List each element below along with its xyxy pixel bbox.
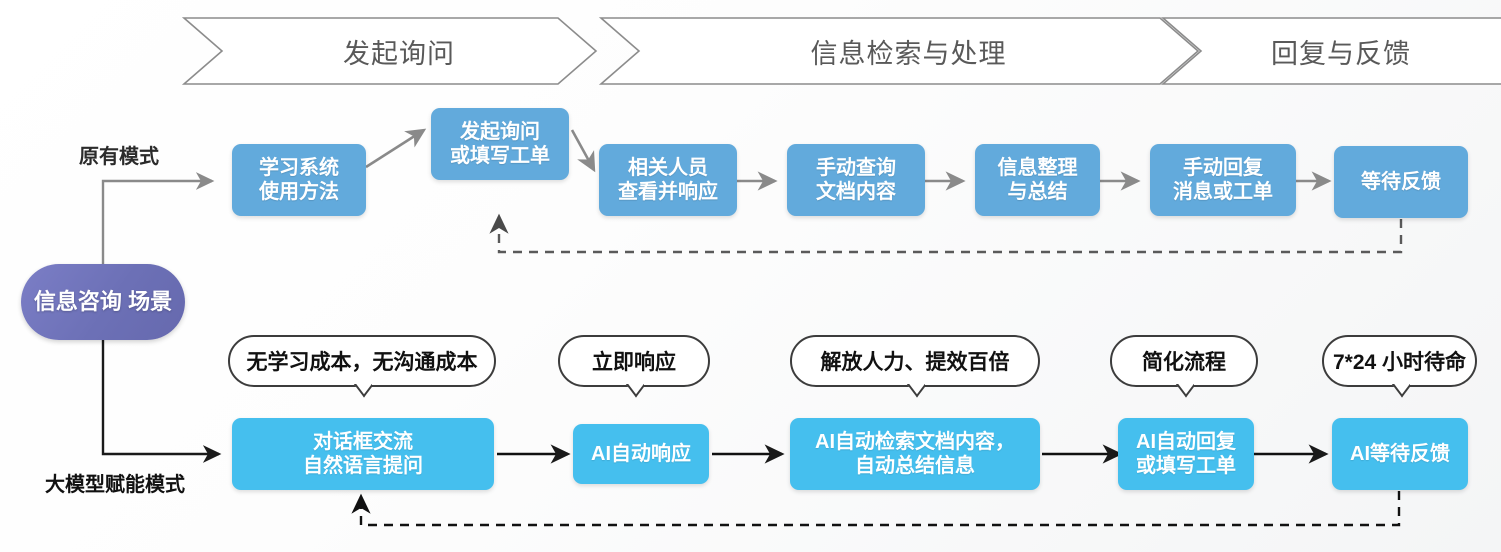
callout-tail-icon: [1174, 384, 1194, 398]
scenario-line-1: 信息咨询: [33, 289, 122, 315]
wire-ai-feedback-loop: [351, 491, 1401, 527]
ai-callout-4[interactable]: 简化流程: [1110, 335, 1258, 387]
callout-tail-icon: [624, 384, 644, 398]
ai-step-2[interactable]: AI自动响应: [573, 424, 709, 484]
ai-callout-1-label: 无学习成本，无沟通成本: [246, 351, 478, 374]
legacy-step-5-line1: 信息整理: [997, 156, 1078, 179]
legacy-step-1-line1: 学习系统: [259, 156, 339, 179]
ai-callout-2[interactable]: 立即响应: [558, 335, 710, 387]
legacy-step-4[interactable]: 手动查询 文档内容: [787, 144, 925, 216]
scenario-line-2: 场景: [128, 289, 173, 315]
ai-step-3-line2: 自动总结信息: [855, 455, 975, 477]
legacy-step-5[interactable]: 信息整理 与总结: [975, 144, 1100, 216]
legacy-step-5-line2: 与总结: [1007, 181, 1068, 203]
ai-callout-4-label: 简化流程: [1142, 351, 1226, 374]
legacy-step-6-line1: 手动回复: [1183, 156, 1263, 179]
callout-tail-icon: [905, 384, 925, 398]
legacy-step-2[interactable]: 发起询问 或填写工单: [431, 108, 569, 180]
ai-callout-5-label: 7*24 小时待命: [1332, 351, 1467, 374]
legacy-step-6[interactable]: 手动回复 消息或工单: [1150, 144, 1296, 216]
ai-step-4-line2: 或填写工单: [1136, 455, 1236, 477]
ai-callout-5[interactable]: 7*24 小时待命: [1322, 335, 1477, 387]
legacy-step-6-line2: 消息或工单: [1173, 181, 1273, 203]
ai-step-3-line1: AI自动检索文档内容，: [815, 430, 1015, 453]
ai-callout-3-label: 解放人力、提效百倍: [820, 351, 1010, 374]
ai-step-5[interactable]: AI等待反馈: [1332, 418, 1468, 490]
wire-legacy-feedback-loop: [489, 213, 1403, 254]
legacy-step-7[interactable]: 等待反馈: [1334, 146, 1468, 218]
wire-legacy-chain: [365, 128, 1332, 191]
legacy-step-4-line2: 文档内容: [816, 181, 896, 203]
wire-scenario-to-ai: [101, 337, 222, 463]
legacy-step-3[interactable]: 相关人员 查看并响应: [599, 144, 737, 216]
ai-step-1-line2: 自然语言提问: [303, 455, 423, 477]
ai-step-3[interactable]: AI自动检索文档内容， 自动总结信息: [790, 418, 1040, 490]
legacy-step-2-line1: 发起询问: [460, 120, 540, 143]
ai-step-5-line1: AI等待反馈: [1350, 442, 1450, 465]
phase-1: 发起询问: [184, 18, 596, 84]
ai-step-4-line1: AI自动回复: [1136, 430, 1236, 453]
phase-3-label: 回复与反馈: [1271, 38, 1411, 69]
legacy-step-1-line2: 使用方法: [259, 181, 339, 203]
ai-callout-2-label: 立即响应: [592, 351, 676, 374]
ai-callout-3[interactable]: 解放人力、提效百倍: [790, 335, 1040, 387]
ai-step-4[interactable]: AI自动回复 或填写工单: [1118, 418, 1254, 490]
ai-step-1[interactable]: 对话框交流 自然语言提问: [232, 418, 494, 490]
legacy-step-2-line2: 或填写工单: [450, 145, 550, 167]
wire-scenario-to-legacy: [101, 172, 215, 268]
legacy-step-1[interactable]: 学习系统 使用方法: [232, 144, 366, 216]
legacy-step-3-line1: 相关人员: [628, 156, 708, 179]
legacy-step-7-line1: 等待反馈: [1361, 170, 1441, 193]
ai-callout-1[interactable]: 无学习成本，无沟通成本: [228, 335, 496, 387]
phase-2: 信息检索与处理: [601, 18, 1198, 84]
ai-step-2-line1: AI自动响应: [591, 442, 691, 465]
phase-3: 回复与反馈: [1163, 18, 1501, 84]
legacy-step-3-line2: 查看并响应: [618, 181, 718, 203]
legacy-step-4-line1: 手动查询: [816, 156, 896, 179]
ai-mode-label: 大模型赋能模式: [45, 474, 185, 496]
phase-1-label: 发起询问: [343, 38, 455, 69]
callout-tail-icon: [352, 384, 372, 398]
callout-tail-icon: [1390, 384, 1410, 398]
phase-2-label: 信息检索与处理: [810, 38, 1007, 69]
ai-step-1-line1: 对话框交流: [313, 430, 413, 453]
scenario-pill[interactable]: 信息咨询 场景: [21, 264, 185, 340]
legacy-mode-label: 原有模式: [79, 146, 159, 168]
